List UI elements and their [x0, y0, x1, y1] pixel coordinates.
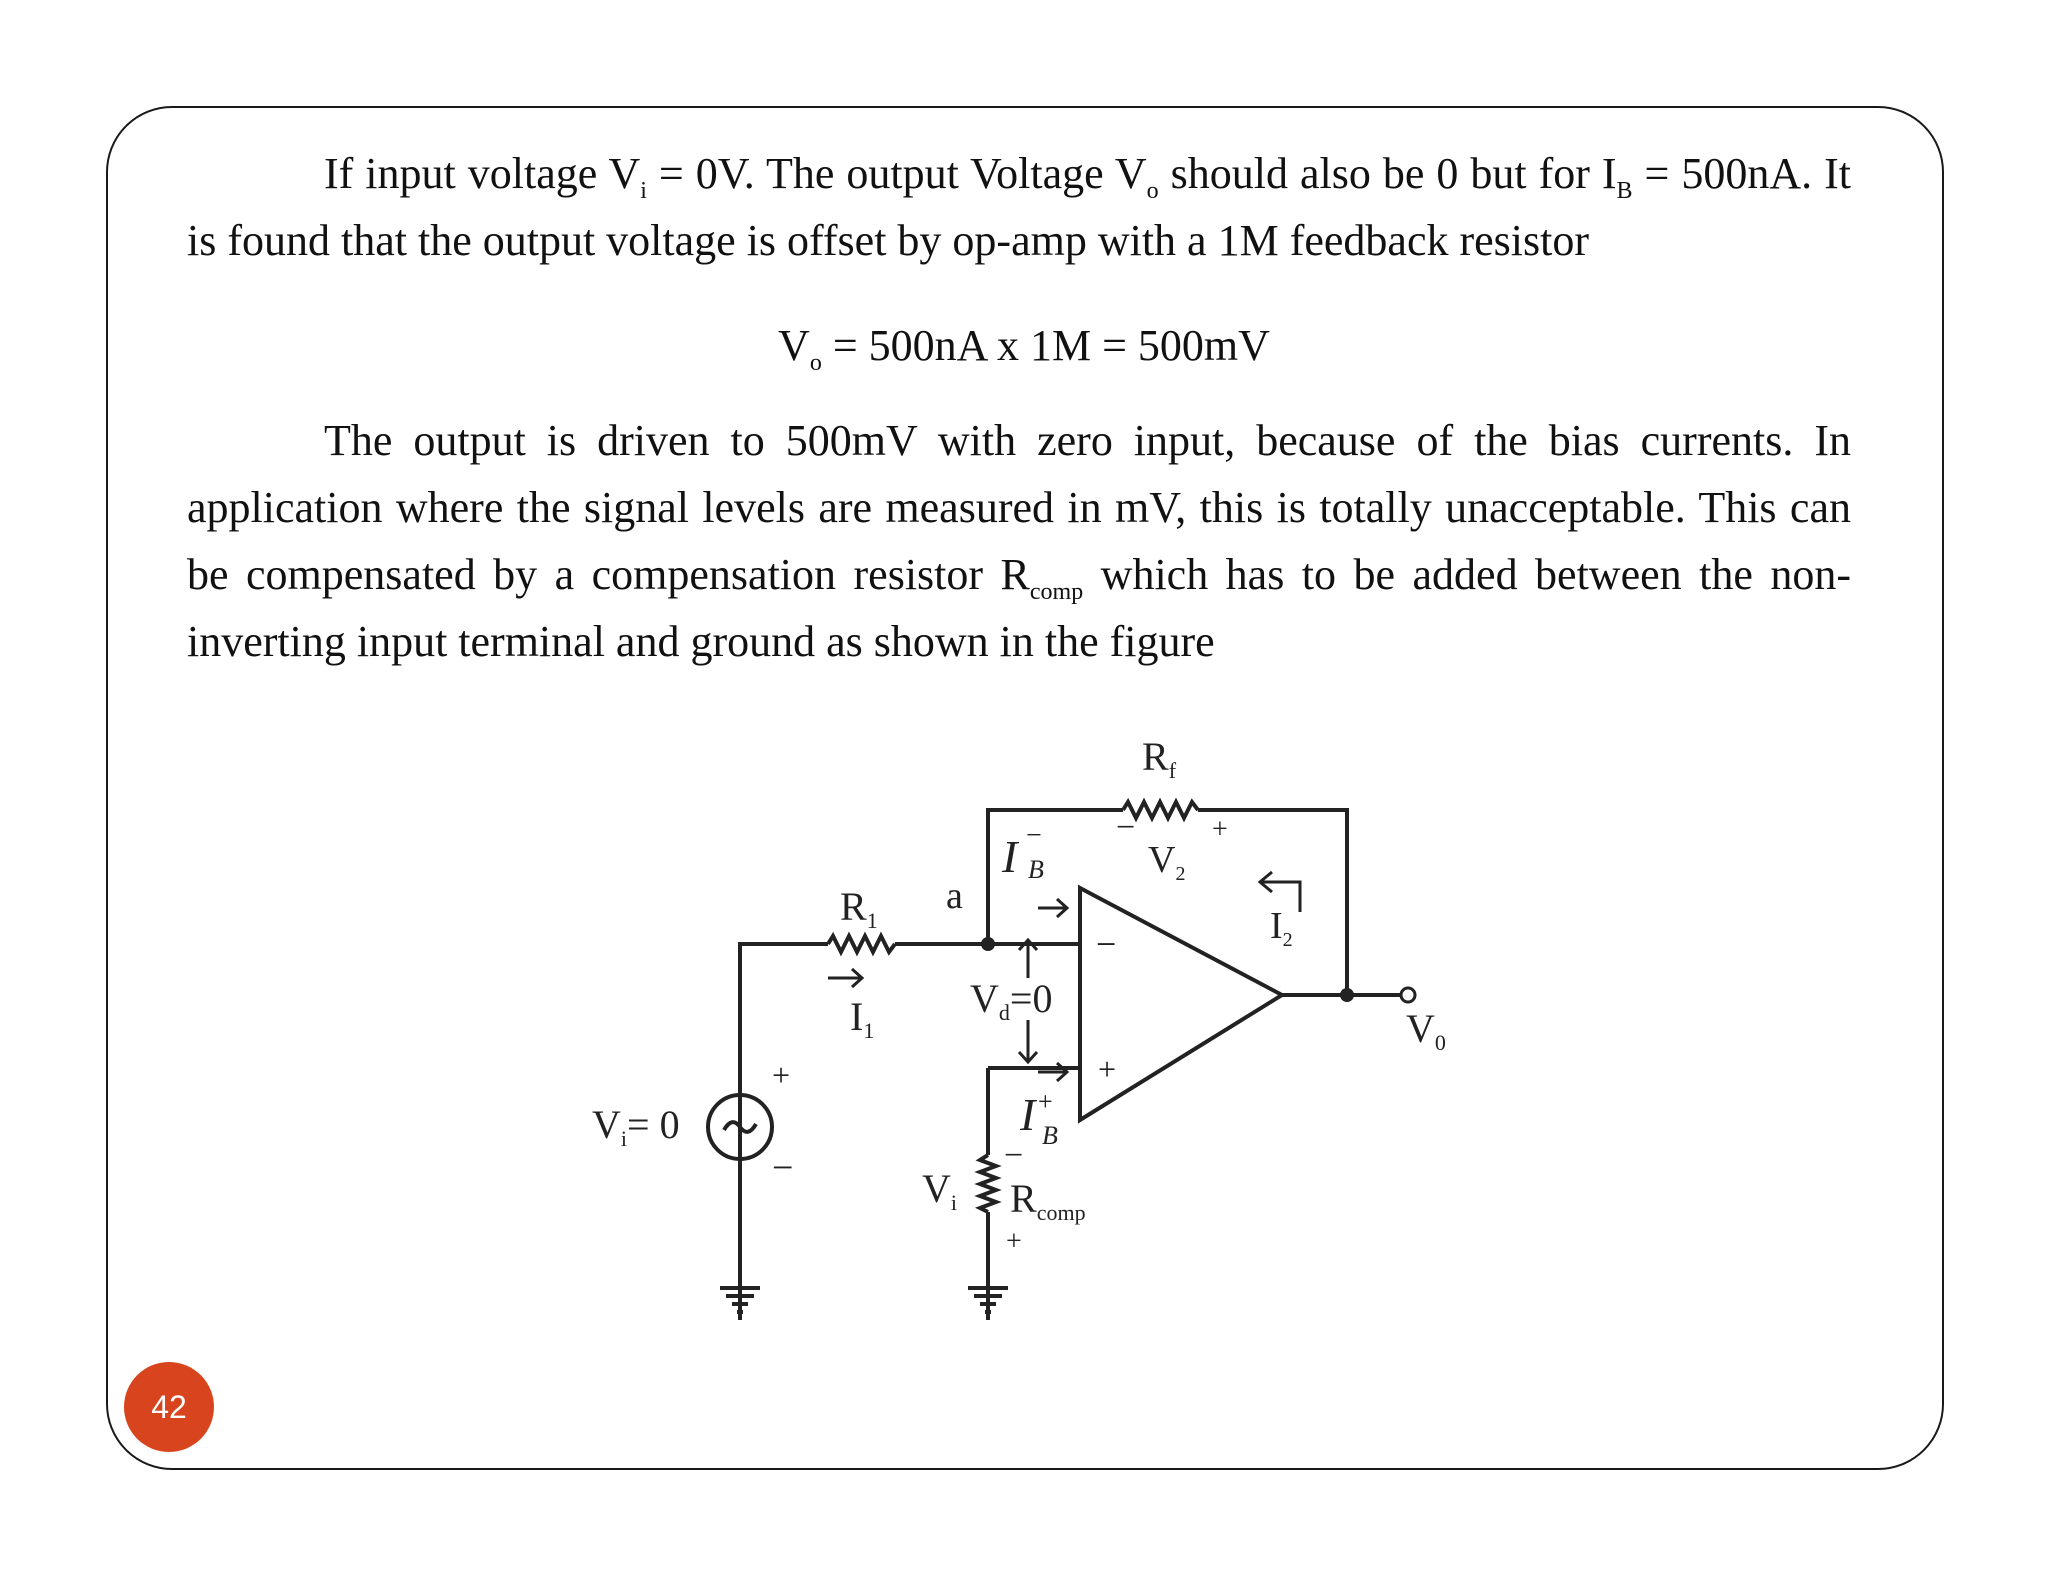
vi-label: Vi [922, 1166, 957, 1215]
rcomp-label: Rcomp [1010, 1176, 1086, 1225]
page-number-badge: 42 [124, 1362, 214, 1452]
output-terminal [1399, 986, 1417, 1004]
rf-label: Rf [1142, 734, 1177, 783]
slide-frame [106, 106, 1944, 1470]
rf-plus-sign: + [1212, 814, 1228, 845]
current-arrows [828, 870, 1302, 1083]
ground-icon [720, 1280, 1008, 1320]
ac-source-icon [722, 1120, 758, 1134]
vo-label: V0 [1406, 1006, 1446, 1055]
node-a-label: a [946, 875, 963, 917]
ib-minus-sign: − [1026, 820, 1042, 851]
node-a-dot [981, 937, 995, 951]
source-plus-sign: + [772, 1057, 790, 1093]
ib-minus-label: I [1001, 831, 1020, 882]
i2-label: I2 [1270, 905, 1293, 951]
v2-label: V2 [1148, 839, 1185, 885]
rf-minus-sign: − [1116, 809, 1135, 846]
opamp-plus-sign: + [1098, 1051, 1116, 1087]
source-minus-sign: − [772, 1147, 793, 1189]
ib-plus-label: I [1019, 1089, 1038, 1140]
vi-source-label: Vi= 0 [592, 1102, 680, 1151]
paragraph-1: If input voltage Vi = 0V. The output Vol… [187, 149, 1852, 265]
i1-label: I1 [850, 994, 874, 1043]
equation: Vo = 500nA x 1M = 500mV [778, 321, 1270, 376]
paragraph-2: The output is driven to 500mV with zero … [187, 416, 1851, 666]
r1-label: R1 [840, 884, 878, 933]
vd-label: Vd=0 [970, 976, 1052, 1025]
output-node-dot [1340, 988, 1354, 1002]
rcomp-minus-sign: − [1004, 1137, 1023, 1174]
ib-plus-sub: B [1042, 1121, 1058, 1150]
rcomp-plus-sign: + [1006, 1226, 1022, 1257]
circuit-diagram: − + Rf − + V2 I B − R1 a I1 I2 Vd=0 I B … [592, 734, 1446, 1320]
opamp-minus-sign: − [1096, 924, 1116, 964]
ib-plus-sign: + [1038, 1087, 1053, 1116]
ib-minus-sub: B [1028, 855, 1044, 884]
